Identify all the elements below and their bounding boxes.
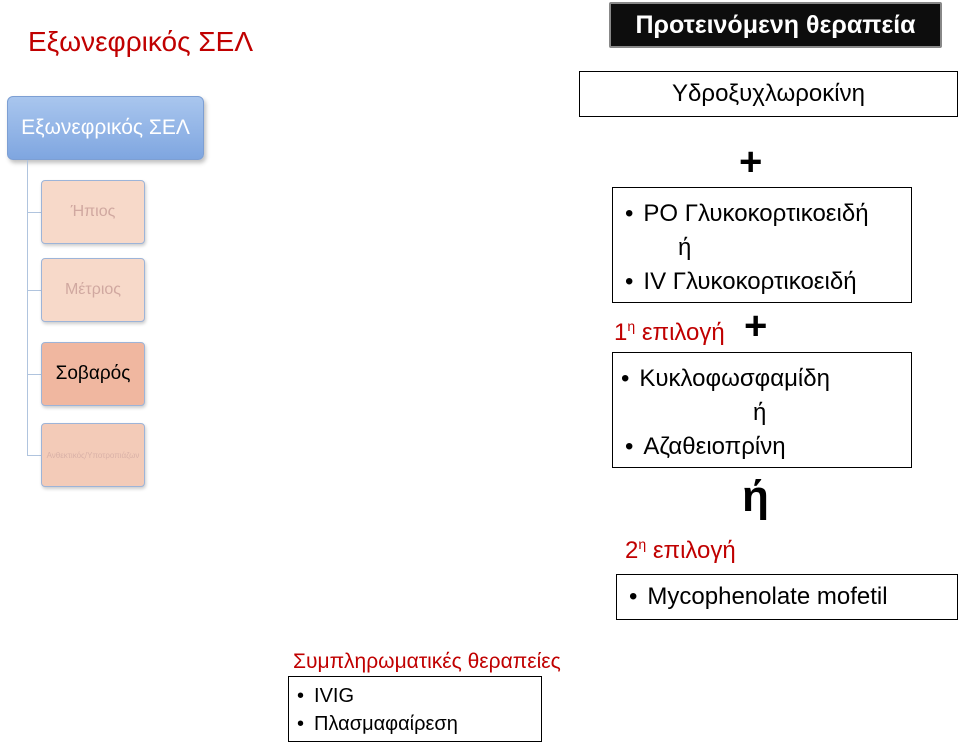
tree-node-mild: Ήπιος bbox=[41, 180, 145, 244]
tree-connector-h2 bbox=[27, 290, 41, 291]
tree-node-severe: Σοβαρός bbox=[41, 342, 145, 406]
tree-node-refractory: Ανθεκτικός/Υποτροπιάζων bbox=[41, 423, 145, 487]
second-choice-sup: η bbox=[638, 536, 647, 552]
recommended-therapy-banner: Προτεινόμενη θεραπεία bbox=[609, 2, 942, 48]
mycophenolate-box: Mycophenolate mofetil bbox=[616, 574, 958, 620]
glucocorticoid-box: PO Γλυκοκορτικοειδή ή IV Γλυκοκορτικοειδ… bbox=[612, 187, 912, 303]
po-steroid-item: PO Γλυκοκορτικοειδή bbox=[625, 200, 868, 228]
second-choice-label: 2η επιλογή bbox=[625, 536, 736, 565]
ivig-item: IVIG bbox=[297, 685, 354, 708]
cyclophosphamide-item: Κυκλοφωσφαμίδη bbox=[621, 365, 830, 393]
tree-root-node: Εξωνεφρικός ΣΕΛ bbox=[7, 96, 204, 160]
supplementary-box: IVIG Πλασμαφαίρεση bbox=[288, 676, 542, 742]
tree-node-moderate: Μέτριος bbox=[41, 258, 145, 322]
supplementary-title: Συμπληρωματικές θεραπείες bbox=[293, 650, 561, 673]
hydroxychloroquine-box: Υδροξυχλωροκίνη bbox=[579, 71, 958, 117]
tree-connector-h1 bbox=[27, 212, 41, 213]
azathioprine-item: Αζαθειοπρίνη bbox=[625, 433, 785, 461]
or-big-label: ή bbox=[742, 472, 769, 521]
second-choice-text: επιλογή bbox=[652, 537, 736, 564]
first-choice-text: επιλογή bbox=[641, 319, 725, 346]
first-choice-number: 1 bbox=[614, 319, 628, 346]
plasmapheresis-item: Πλασμαφαίρεση bbox=[297, 713, 458, 736]
first-choice-label: 1η επιλογή bbox=[614, 318, 725, 347]
or-label-1: ή bbox=[678, 234, 692, 261]
immunosuppressant-box: Κυκλοφωσφαμίδη ή Αζαθειοπρίνη bbox=[612, 352, 912, 468]
or-label-2: ή bbox=[753, 399, 767, 426]
plus-sign-2: + bbox=[744, 304, 768, 348]
tree-connector-vertical bbox=[27, 160, 28, 455]
first-choice-sup: η bbox=[627, 318, 636, 334]
plus-sign-1: + bbox=[739, 140, 763, 184]
mycophenolate-item: Mycophenolate mofetil bbox=[629, 583, 887, 611]
tree-connector-h4 bbox=[27, 455, 41, 456]
page-title: Εξωνεφρικός ΣΕΛ bbox=[28, 26, 254, 57]
second-choice-number: 2 bbox=[625, 537, 639, 564]
tree-connector-h3 bbox=[27, 374, 41, 375]
hydroxychloroquine-label: Υδροξυχλωροκίνη bbox=[672, 80, 865, 107]
iv-steroid-item: IV Γλυκοκορτικοειδή bbox=[625, 268, 856, 296]
